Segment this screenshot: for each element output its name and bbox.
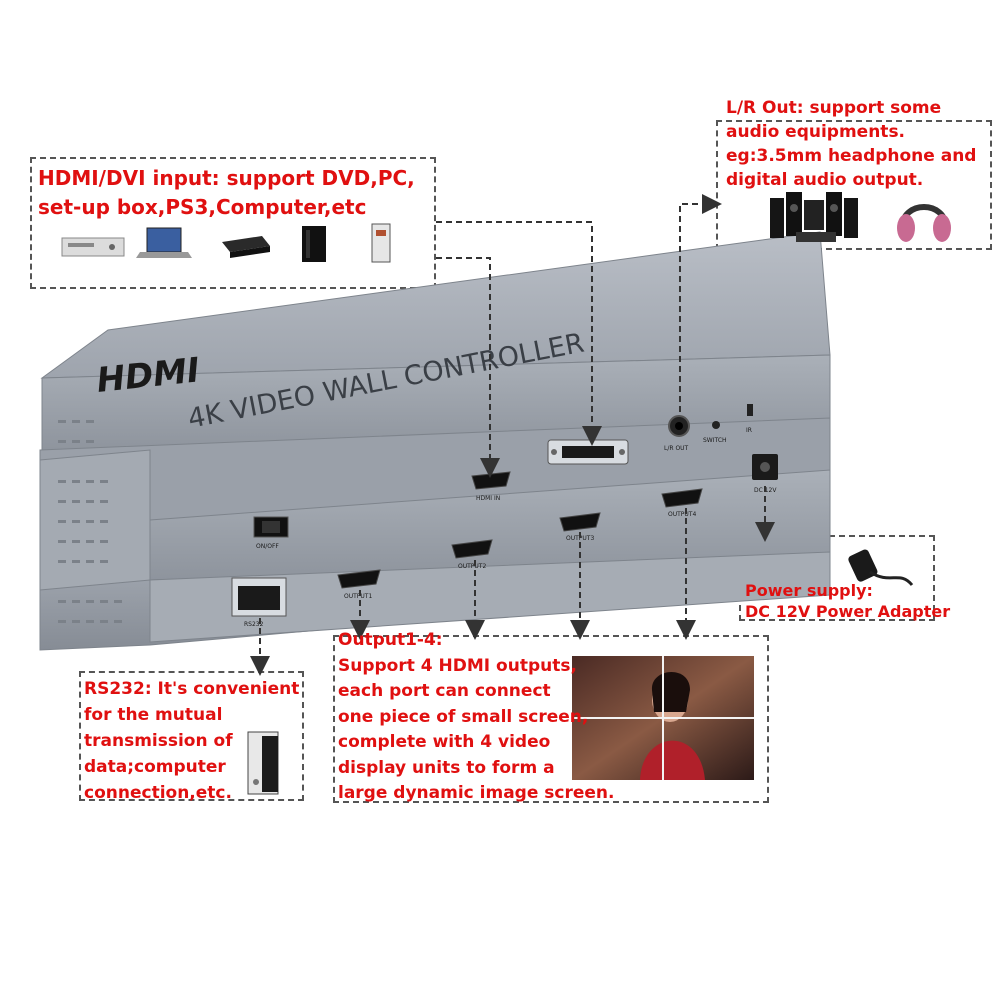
switch-label: SWITCH (703, 437, 727, 444)
output2-port (451, 539, 493, 559)
output1-label: OUTPUT1 (344, 593, 372, 600)
rs232-label: RS232 (244, 621, 264, 628)
dvd-player-icon (61, 237, 125, 257)
set-top-box-icon (222, 236, 270, 258)
output-callout-box (333, 635, 769, 803)
output4-port (661, 488, 703, 508)
ir-label: IR (746, 427, 752, 434)
lr-out-label: L/R OUT (664, 445, 689, 452)
hdmi-input-callout-text: HDMI/DVI input: support DVD,PC, set-up b… (38, 166, 415, 219)
output2-label: OUTPUT2 (458, 563, 486, 570)
arrow-dvi-in (436, 221, 602, 446)
pc-tower-icon (371, 223, 391, 263)
output3-port (559, 512, 601, 532)
lr-out-callout-box (716, 120, 992, 250)
ir-sensor (747, 404, 753, 416)
rs232-device-icon (247, 731, 279, 795)
vent-grille (58, 420, 122, 623)
arrow-hdmi-in (436, 257, 500, 478)
power-callout-text: Power supply: DC 12V Power Adapter (745, 581, 951, 621)
connection-arrows (250, 194, 775, 676)
hdmi-in-label: HDMI IN (476, 495, 500, 502)
output1-port (337, 569, 381, 589)
output3-label: OUTPUT3 (566, 535, 594, 542)
rs232-callout-text: RS232: It's convenient for the mutual tr… (84, 679, 300, 803)
switch-button (712, 421, 720, 429)
output4-label: OUTPUT4 (668, 511, 696, 518)
hdmi-input-callout-box (30, 157, 436, 289)
power-adapter-icon (848, 549, 914, 587)
headphone-icon (897, 204, 951, 242)
lr-out-callout-text: L/R Out: support some audio equipments. … (726, 98, 977, 190)
game-console-icon (302, 226, 326, 262)
on-off-label: ON/OFF (256, 543, 279, 550)
speaker-system-icon (770, 192, 858, 242)
video-wall-image (572, 656, 754, 780)
output-callout-text: Output1-4: Support 4 HDMI outputs, each … (338, 630, 615, 803)
rs232-callout-box (79, 671, 304, 801)
laptop-icon (136, 227, 192, 258)
